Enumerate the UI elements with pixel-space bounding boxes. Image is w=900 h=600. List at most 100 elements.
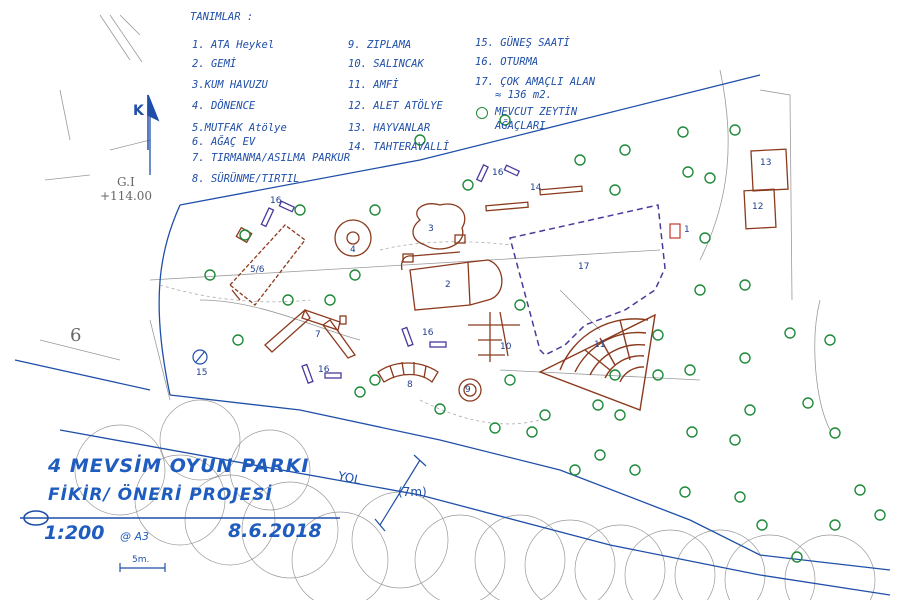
olive-tree — [704, 172, 716, 184]
olive-tree — [369, 204, 381, 216]
road-width: (7m) — [398, 485, 427, 499]
label-14: 14 — [530, 183, 542, 193]
label-13: 13 — [760, 158, 772, 168]
seesaws-14 — [485, 185, 583, 212]
legend-item-7: 7. TIRMANMA/ASILMA PARKUR — [192, 152, 351, 164]
label-5-6: 5/6 — [250, 265, 265, 275]
olive-tree — [499, 114, 511, 126]
label-9: 9 — [465, 385, 471, 395]
legend-item-2: 2. GEMİ — [192, 58, 237, 70]
legend-item-3: 3.KUM HAVUZU — [192, 79, 268, 91]
scale-bar-label: 5m. — [132, 555, 150, 565]
kitchen-treehouse-5-6 — [229, 224, 306, 306]
legend-item-5: 5.MUTFAK Atölye — [192, 122, 287, 134]
label-7: 7 — [315, 330, 321, 340]
area-17 — [509, 204, 666, 356]
swing-10 — [468, 311, 520, 362]
label-12: 12 — [752, 202, 764, 212]
olive-tree — [282, 294, 294, 306]
olive-tree — [854, 484, 866, 496]
north-label: K — [133, 103, 144, 119]
jump-9 — [458, 378, 482, 402]
legend-item-15: 15. GÜNEŞ SAATİ — [475, 37, 570, 49]
paper-size: @ A3 — [120, 530, 150, 543]
north-arrow — [147, 94, 160, 150]
title-line-2: FİKİR/ ÖNERİ PROJESİ — [48, 485, 273, 505]
legend-tree-label: MEVCUT ZEYTİN AĞAÇLARI — [495, 106, 578, 132]
sundial-15 — [192, 349, 208, 365]
olive-tree — [824, 334, 836, 346]
legend-title: TANIMLAR : — [190, 11, 254, 23]
carousel-4 — [334, 219, 372, 257]
olive-tree — [699, 232, 711, 244]
amphitheater-11 — [538, 313, 656, 411]
label-16b: 16 — [492, 168, 504, 178]
legend-item-9: 9. ZIPLAMA — [348, 39, 412, 51]
context-lines — [39, 14, 831, 431]
olive-tree — [539, 409, 551, 421]
olive-tree — [744, 404, 756, 416]
label-16d: 16 — [318, 365, 330, 375]
olive-tree — [232, 334, 244, 346]
label-3: 3 — [428, 224, 434, 234]
olive-tree — [514, 299, 526, 311]
olive-tree — [349, 269, 361, 281]
legend-item-4: 4. DÖNENCE — [192, 100, 256, 112]
olive-tree — [729, 434, 741, 446]
legend-item-6: 6. AĞAÇ EV — [192, 136, 256, 148]
legend-item-13: 13. HAYVANLAR — [348, 122, 431, 134]
label-8: 8 — [407, 380, 413, 390]
legend-item-12: 12. ALET ATÖLYE — [348, 100, 443, 112]
olive-tree — [594, 449, 606, 461]
olive-tree — [677, 126, 689, 138]
olive-tree — [414, 134, 426, 146]
olive-tree — [574, 154, 586, 166]
olive-tree — [784, 327, 796, 339]
label-11: 11 — [594, 340, 606, 350]
olive-tree — [369, 374, 381, 386]
olive-tree — [204, 269, 216, 281]
olive-tree — [652, 369, 664, 381]
olive-tree — [686, 426, 698, 438]
olive-tree — [354, 386, 366, 398]
olive-tree — [682, 166, 694, 178]
statue-1 — [669, 223, 681, 239]
olive-tree — [756, 519, 768, 531]
legend-item-16: 16. OTURMA — [475, 56, 539, 68]
olive-tree — [462, 179, 474, 191]
olive-tree — [294, 204, 306, 216]
olive-tree — [874, 509, 886, 521]
olive-tree — [802, 397, 814, 409]
legend-item-14: 14. TAHTERAVALLİ — [348, 141, 450, 153]
olive-tree — [619, 144, 631, 156]
olive-tree — [434, 403, 446, 415]
legend-item-17-area: ≈ 136 m2. — [495, 89, 552, 101]
olive-tree — [592, 399, 604, 411]
olive-tree — [324, 294, 336, 306]
olive-tree — [489, 422, 501, 434]
olive-tree — [652, 329, 664, 341]
edge-number: 6 — [70, 325, 82, 346]
legend-tree-symbol — [476, 107, 488, 119]
label-1: 1 — [684, 225, 690, 235]
legend: TANIMLAR : 1. ATA Heykel 2. GEMİ 3.KUM H… — [0, 0, 900, 200]
project-date: 8.6.2018 — [228, 520, 322, 542]
label-17: 17 — [578, 262, 590, 272]
title-line-1: 4 MEVSİM OYUN PARKI — [48, 455, 310, 477]
olive-tree — [694, 284, 706, 296]
olive-tree — [569, 464, 581, 476]
elevation-code: G.I — [117, 175, 135, 189]
olive-trees — [204, 114, 886, 563]
legend-item-1: 1. ATA Heykel — [192, 39, 275, 51]
olive-tree — [829, 427, 841, 439]
olive-tree — [609, 369, 621, 381]
legend-item-11: 11. AMFİ — [348, 79, 399, 91]
olive-tree — [239, 229, 251, 241]
olive-tree — [614, 409, 626, 421]
road-circles — [74, 399, 876, 600]
olive-tree — [504, 374, 516, 386]
olive-tree — [829, 519, 841, 531]
ship-and-sandbox — [400, 203, 503, 311]
scale-label: 1:200 — [44, 522, 105, 544]
